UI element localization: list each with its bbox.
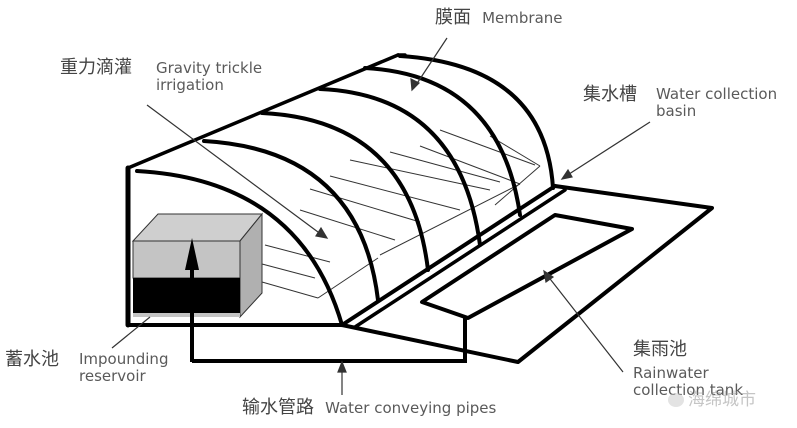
drip-line xyxy=(261,281,319,299)
pipe-bottom xyxy=(192,318,467,363)
drip-line xyxy=(419,145,521,185)
label-collection-basin-en: Water collection basin xyxy=(656,85,778,121)
watermark-text: 海绵城市 xyxy=(688,390,756,410)
leader-reservoir xyxy=(111,316,151,349)
arrow-gravity-icon xyxy=(315,226,329,239)
label-gravity-zh: 重力滴灌 xyxy=(60,57,132,78)
arch-4 xyxy=(318,87,482,247)
label-basin-zh: 集水槽 xyxy=(583,84,637,105)
greenhouse-frame xyxy=(125,53,555,328)
label-rainwater-tank: 集雨池 Rainwater collection tank xyxy=(633,339,744,399)
drip-line xyxy=(309,188,421,223)
drip-line xyxy=(494,165,541,206)
drip-line xyxy=(299,209,396,241)
leader-basin xyxy=(565,121,651,177)
arrow-membrane-icon xyxy=(410,77,421,92)
wechat-icon xyxy=(668,393,684,407)
arch-3 xyxy=(260,111,430,272)
label-basin-en-1: Water collection xyxy=(656,85,778,103)
reservoir-top-face xyxy=(131,213,264,242)
label-rainwater-en-2: collection tank xyxy=(633,380,744,399)
label-basin-en-2: basin xyxy=(656,102,697,121)
drip-line xyxy=(329,175,461,211)
leader-gravity xyxy=(146,104,323,236)
label-reservoir-zh: 蓄水池 xyxy=(5,349,59,370)
basin-edge-inner xyxy=(353,188,567,329)
label-pipes-zh: 输水管路 xyxy=(242,397,314,418)
collection-structure xyxy=(340,184,714,364)
drip-line xyxy=(439,129,536,166)
label-gravity-en-2: irrigation xyxy=(156,76,224,95)
drip-lines xyxy=(261,129,541,299)
label-membrane: 膜面 Membrane xyxy=(435,7,563,29)
leader-rainwater xyxy=(546,274,624,373)
drip-line xyxy=(379,183,521,256)
label-reservoir-en: Impounding reservoir xyxy=(79,350,169,386)
reservoir-bottom-strip xyxy=(133,313,240,317)
drip-line xyxy=(261,263,316,279)
drip-line xyxy=(264,244,331,263)
label-rainwater-en-1: Rainwater xyxy=(633,363,709,382)
label-membrane-zh: 膜面 xyxy=(435,7,471,28)
arch-6 xyxy=(398,54,555,190)
label-reservoir: 蓄水池 xyxy=(5,349,59,371)
label-conveying-pipes: 输水管路 Water conveying pipes xyxy=(242,397,497,419)
label-rainwater-zh: 集雨池 xyxy=(633,339,687,360)
label-reservoir-en-1: Impounding xyxy=(79,350,169,368)
label-pipes-en: Water conveying pipes xyxy=(325,399,497,417)
leader-membrane xyxy=(413,37,448,89)
reservoir-box xyxy=(131,212,264,319)
label-gravity-irrigation: 重力滴灌 xyxy=(60,57,132,79)
arrow-rainwater-icon xyxy=(543,269,555,284)
label-reservoir-en-2: reservoir xyxy=(79,367,146,386)
arch-1 xyxy=(135,169,344,327)
label-membrane-en: Membrane xyxy=(482,9,563,27)
label-gravity-en-1: Gravity trickle xyxy=(156,59,263,77)
arrow-pipes-icon xyxy=(337,360,347,373)
watermark: 海绵城市 xyxy=(668,385,756,410)
label-gravity-irrigation-en: Gravity trickle irrigation xyxy=(156,59,263,95)
arrow-basin-icon xyxy=(560,168,573,180)
drip-line xyxy=(317,257,379,299)
pipe-up-arrow-icon xyxy=(185,238,199,270)
drip-line xyxy=(389,151,501,183)
tank-outer xyxy=(340,184,714,364)
basin-edge-outer xyxy=(340,184,557,327)
arch-5 xyxy=(363,66,522,217)
reservoir-empty-part xyxy=(132,240,241,279)
arch-2 xyxy=(202,139,380,302)
reservoir-water xyxy=(133,278,240,313)
leader-lines xyxy=(111,37,651,395)
tank-inner xyxy=(420,213,634,320)
label-collection-basin: 集水槽 xyxy=(583,84,637,106)
